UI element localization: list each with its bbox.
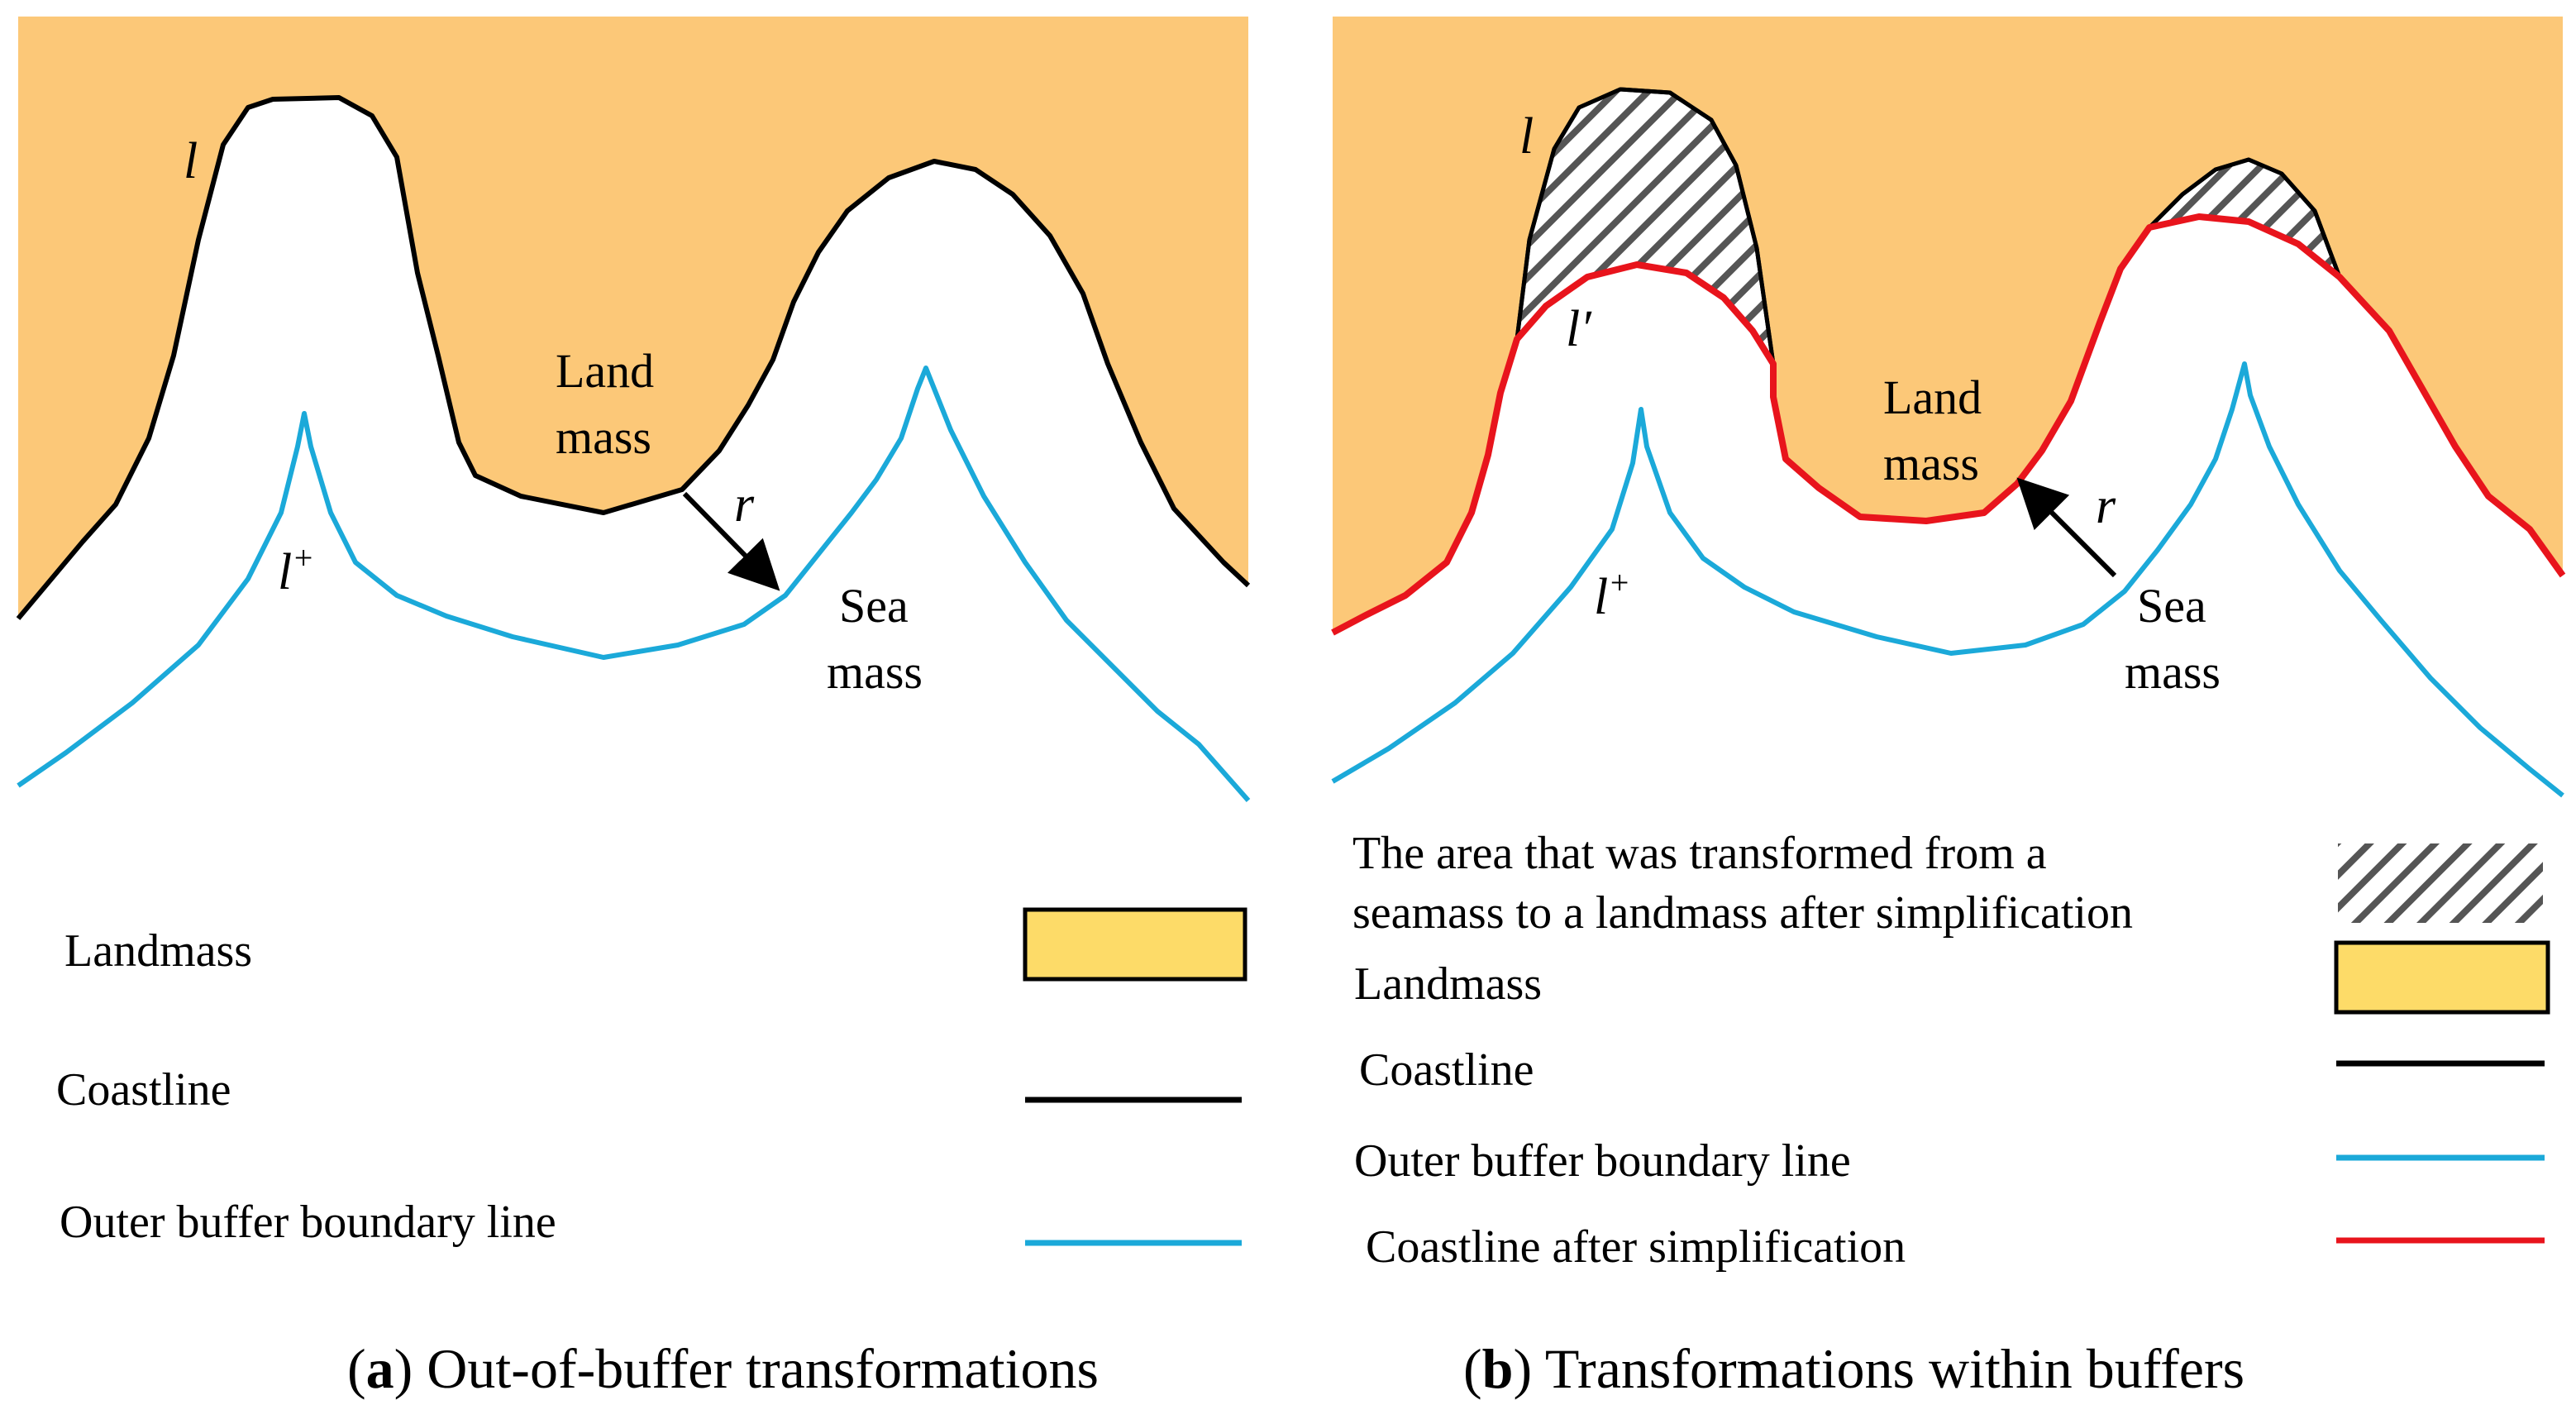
- panel-a-label-l: l: [184, 133, 198, 189]
- panel-b-caption-letter: b: [1482, 1337, 1514, 1400]
- panel-a-legend-landmass-swatch: [1023, 907, 1247, 982]
- panel-b-caption-open: (: [1463, 1337, 1482, 1400]
- panel-a-coastline: [16, 95, 1251, 620]
- panel-b-legend-simplified-label: Coastline after simplification: [1366, 1221, 1906, 1273]
- panel-a-label-land-1: Land: [556, 344, 654, 398]
- panel-b-legend-transformed-swatch: [2338, 843, 2543, 923]
- panel-b-label-land-2: mass: [1883, 437, 1979, 490]
- panel-a-r-arrow: [682, 491, 780, 591]
- panel-b-legend-transformed-label-2: seamass to a landmass after simplificati…: [1352, 887, 2133, 939]
- panel-a-label-l-plus-base: l: [278, 544, 292, 600]
- panel-b-label-land-1: Land: [1883, 370, 1982, 424]
- panel-a-label-l-plus-sup: +: [292, 539, 314, 576]
- panel-a-legend-buffer-label: Outer buffer boundary line: [60, 1197, 556, 1248]
- panel-b-buffer-line: [1331, 361, 2564, 798]
- panel-a-label-l-plus: l+: [278, 539, 314, 600]
- panel-b-coastline: [1515, 87, 2342, 365]
- panel-a-caption-open: (: [347, 1337, 366, 1400]
- panel-b-label-l-plus-sup: +: [1608, 564, 1630, 601]
- panel-b-legend-coastline-label: Coastline: [1359, 1044, 1534, 1096]
- panel-a: l Land mass r l+ Sea mass Landmass Coast…: [16, 17, 1251, 1400]
- panel-a-caption: (a) Out-of-buffer transformations: [347, 1337, 1099, 1400]
- panel-a-label-r: r: [734, 476, 755, 533]
- panel-a-buffer-line: [17, 366, 1251, 802]
- panel-a-legend-coastline-label: Coastline: [56, 1064, 231, 1116]
- panel-b-legend-landmass-swatch: [2334, 940, 2550, 1015]
- panel-a-label-sea-1: Sea: [839, 579, 909, 633]
- panel-a-label-land-2: mass: [556, 410, 651, 464]
- panel-b-simplified-coastline: [1331, 213, 2566, 636]
- panel-b-label-l-prime: l′: [1566, 301, 1592, 357]
- panel-b-label-sea-2: mass: [2125, 645, 2221, 699]
- panel-b-label-l-plus-base: l: [1594, 569, 1608, 625]
- panel-a-caption-rest: ) Out-of-buffer transformations: [394, 1337, 1099, 1400]
- panel-a-legend-landmass-label: Landmass: [64, 925, 252, 977]
- panel-b-label-l: l: [1519, 108, 1534, 165]
- panel-b-caption-rest: ) Transformations within buffers: [1513, 1337, 2244, 1400]
- panel-a-landmass: [18, 17, 1248, 619]
- panel-a-caption-letter: a: [366, 1337, 394, 1400]
- panel-b-legend-buffer-label: Outer buffer boundary line: [1354, 1135, 1851, 1187]
- panel-b-label-r: r: [2096, 478, 2116, 534]
- panel-a-label-sea-2: mass: [827, 645, 923, 699]
- panel-b-legend-transformed-label-1: The area that was transformed from a: [1352, 828, 2047, 879]
- panel-b: l l′ Land mass r l+ Sea mass The area th…: [1331, 17, 2566, 1400]
- panel-b-label-l-plus: l+: [1594, 564, 1630, 625]
- panel-b-r-arrow: [2016, 477, 2117, 578]
- panel-b-legend-landmass-label: Landmass: [1354, 958, 1542, 1010]
- panel-b-caption: (b) Transformations within buffers: [1463, 1337, 2244, 1400]
- panel-b-label-sea-1: Sea: [2137, 579, 2206, 633]
